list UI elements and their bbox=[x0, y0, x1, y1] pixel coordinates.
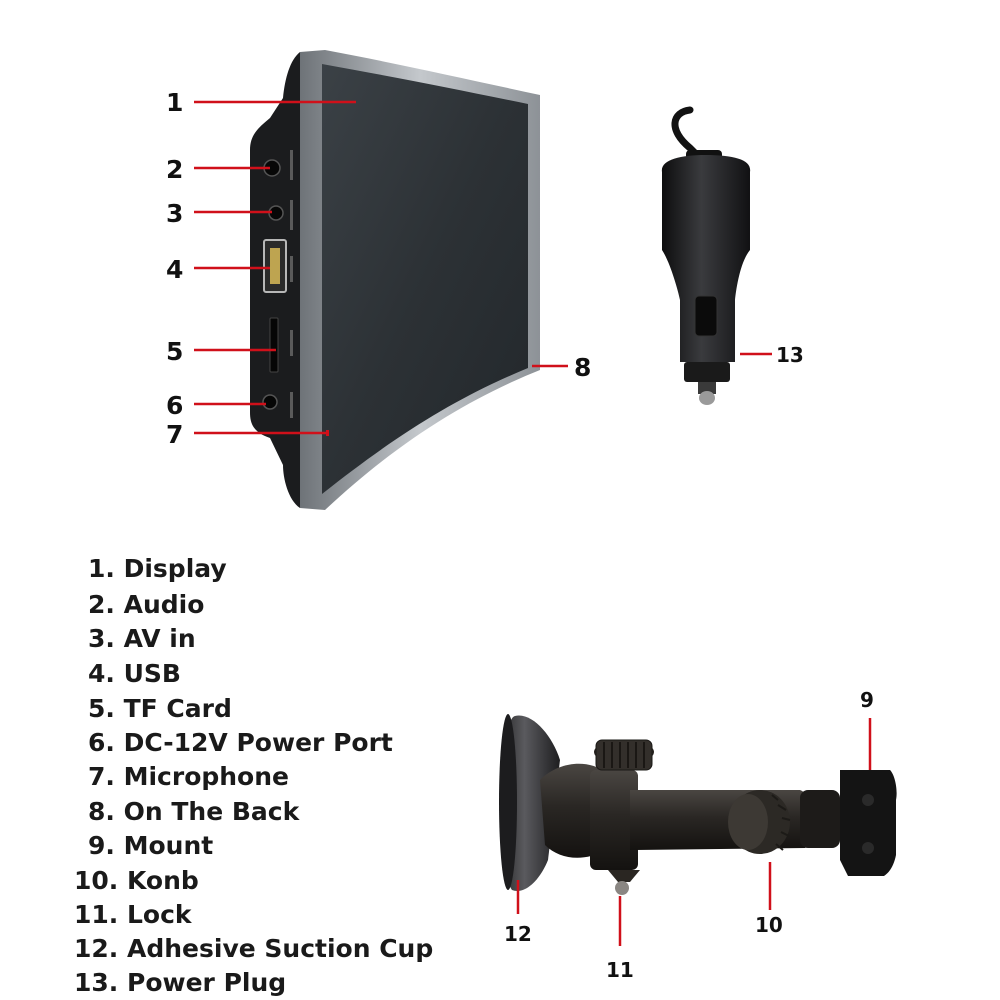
suction-cup-rim bbox=[499, 714, 517, 890]
lock-tower bbox=[590, 770, 638, 870]
car-power-plug-illustration bbox=[661, 106, 751, 405]
plug-tip-collar bbox=[684, 362, 730, 382]
adjust-knob-ridges bbox=[771, 794, 791, 851]
mount-base bbox=[540, 763, 605, 858]
callout-7: 7 bbox=[166, 420, 184, 449]
display-device-illustration bbox=[250, 50, 540, 510]
mount-head bbox=[840, 770, 897, 876]
callout-9: 9 bbox=[860, 688, 874, 712]
microphone-hole-marker bbox=[326, 430, 329, 436]
callout-1: 1 bbox=[166, 88, 184, 117]
adjust-knob-face bbox=[728, 794, 768, 850]
callout-10: 10 bbox=[755, 913, 783, 937]
plug-body bbox=[661, 155, 751, 362]
device-screen bbox=[322, 64, 528, 494]
dc-power-port bbox=[262, 394, 278, 410]
tf-card-slot bbox=[269, 317, 279, 373]
suction-mount-illustration bbox=[499, 714, 897, 895]
lock-knob-ridged bbox=[595, 739, 653, 771]
device-port-printing bbox=[290, 150, 293, 418]
mount-head-hole-2 bbox=[862, 842, 874, 854]
lock-button-housing bbox=[608, 870, 640, 882]
callout-3: 3 bbox=[166, 199, 184, 228]
lock-button bbox=[615, 881, 629, 895]
callout-6: 6 bbox=[166, 391, 184, 420]
callout-2: 2 bbox=[166, 155, 184, 184]
mount-joint bbox=[800, 790, 840, 848]
callout-13: 13 bbox=[776, 343, 804, 367]
callout-5: 5 bbox=[166, 337, 184, 366]
callout-8: 8 bbox=[574, 353, 592, 382]
usb-port-contacts bbox=[270, 248, 280, 284]
plug-tip-contact bbox=[699, 391, 715, 405]
callout-11: 11 bbox=[606, 958, 634, 982]
plug-tip-shaft bbox=[698, 382, 716, 394]
plug-switch bbox=[694, 295, 718, 337]
lock-knob-ridges bbox=[603, 742, 645, 768]
mount-head-hole-1 bbox=[862, 794, 874, 806]
leader-lines bbox=[194, 100, 872, 946]
callout-4: 4 bbox=[166, 255, 184, 284]
plug-cable bbox=[671, 106, 704, 162]
callout-12: 12 bbox=[504, 922, 532, 946]
